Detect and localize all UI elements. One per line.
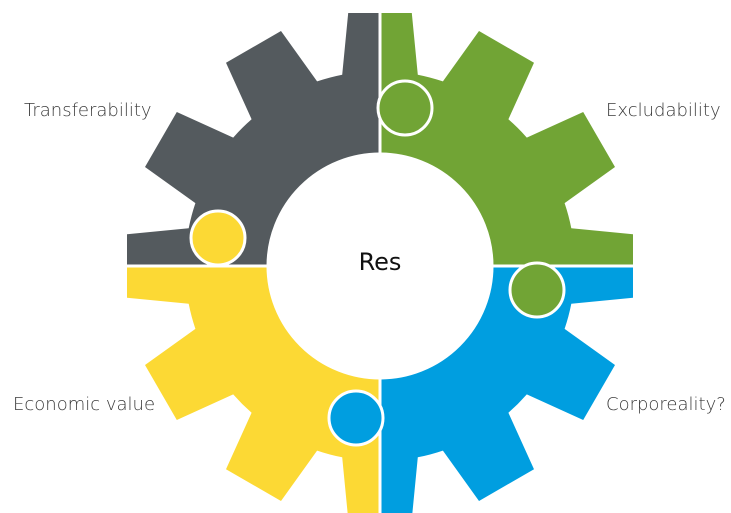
puzzle-knob: [508, 261, 566, 319]
puzzle-knob: [189, 209, 247, 267]
puzzle-knob: [376, 79, 434, 137]
center-hub: [266, 152, 494, 380]
label-transferability: Transferability: [24, 100, 152, 121]
puzzle-knob: [327, 389, 385, 447]
label-excludability: Excludability: [606, 100, 721, 121]
center-label: Res: [358, 248, 402, 276]
label-corporeality: Corporeality?: [606, 394, 726, 415]
label-economic-value: Economic value: [13, 394, 156, 415]
